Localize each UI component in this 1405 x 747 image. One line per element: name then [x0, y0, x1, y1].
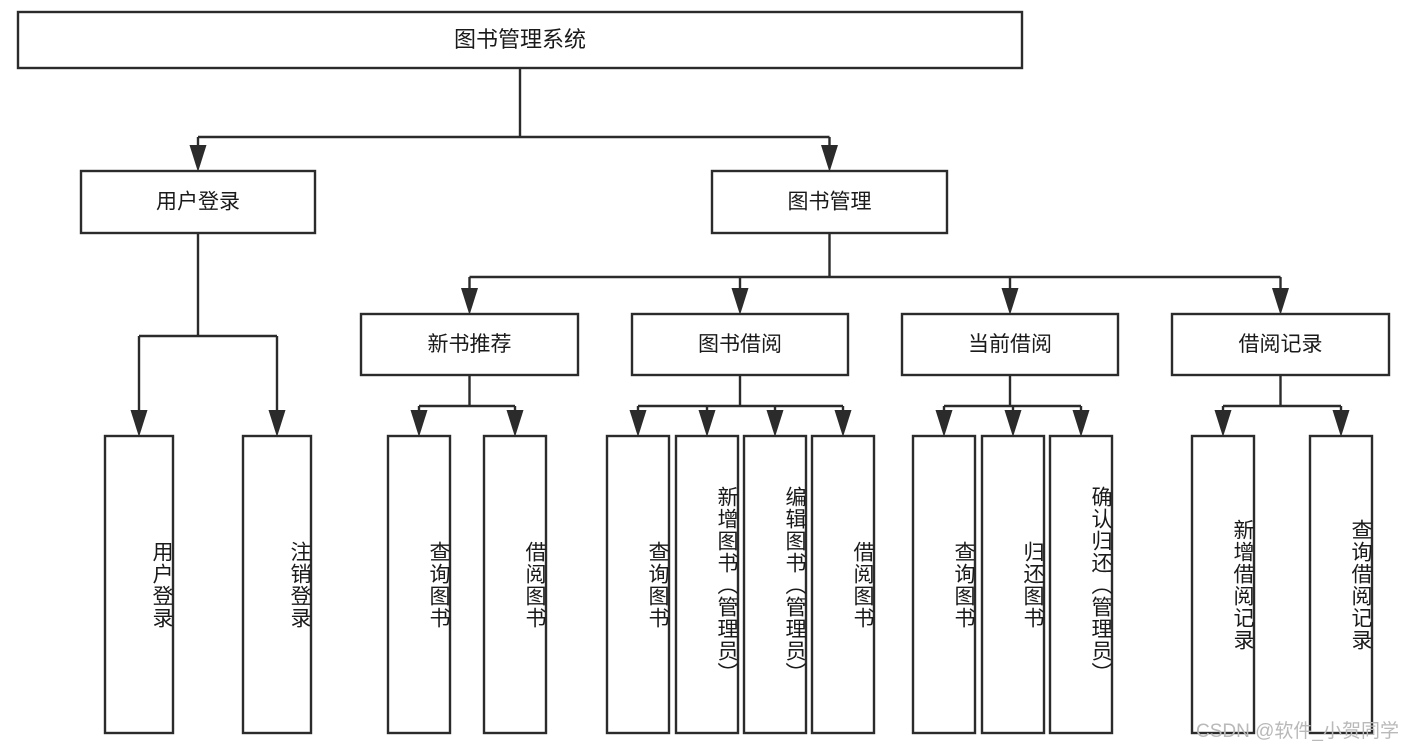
connector-group [1214, 375, 1350, 437]
node-rect[interactable] [900, 312, 1120, 377]
node-label: 图书借阅 [698, 333, 782, 356]
connector-group [935, 375, 1090, 437]
arrow-head-icon [821, 145, 838, 172]
node-label: 图书管理 [788, 191, 872, 214]
leaf-node-leaf-edit-book[interactable] [742, 434, 808, 735]
level3-node-book-borrow[interactable]: 图书借阅 [630, 312, 850, 377]
leaf-node-leaf-query-record[interactable] [1308, 434, 1374, 735]
connector-layer [130, 68, 1350, 437]
node-rect[interactable] [16, 10, 1024, 70]
level2-node-user-login[interactable]: 用户登录 [79, 169, 317, 235]
arrow-head-icon [1001, 288, 1019, 315]
leaf-node-leaf-borrow-book[interactable] [810, 434, 876, 735]
leaf-node-leaf-query-book-borrow[interactable] [605, 434, 671, 735]
node-label: 用户登录 [156, 191, 240, 214]
leaf-node-leaf-add-book[interactable] [674, 434, 740, 735]
arrow-head-icon [506, 410, 524, 437]
leaf-node-leaf-query-book-new[interactable] [386, 434, 452, 735]
arrow-head-icon [410, 410, 428, 437]
arrow-head-icon [1214, 410, 1232, 437]
leaf-node-leaf-query-book-current[interactable] [911, 434, 977, 735]
leaf-node-leaf-confirm-return[interactable] [1048, 434, 1114, 735]
level3-node-borrow-record[interactable]: 借阅记录 [1170, 312, 1391, 377]
arrow-head-icon [766, 410, 784, 437]
arrow-head-icon [1004, 410, 1022, 437]
leaf-node-leaf-user-login[interactable] [103, 434, 175, 735]
connector-group [629, 375, 852, 437]
leaf-node-leaf-borrow-book-new[interactable] [482, 434, 548, 735]
arrow-head-icon [629, 410, 647, 437]
level2-node-book-management[interactable]: 图书管理 [710, 169, 949, 235]
node-rect[interactable] [710, 169, 949, 235]
node-rect[interactable] [1170, 312, 1391, 377]
node-label: 借阅记录 [1239, 333, 1323, 356]
arrow-head-icon [130, 410, 148, 437]
arrow-head-icon [698, 410, 716, 437]
leaf-node-leaf-return-book[interactable] [980, 434, 1046, 735]
arrow-head-icon [1332, 410, 1350, 437]
root-node-root[interactable]: 图书管理系统 [16, 10, 1024, 70]
arrow-head-icon [1072, 410, 1090, 437]
connector-group [461, 233, 1289, 315]
arrow-head-icon [189, 145, 207, 172]
connector-group [130, 233, 286, 437]
node-rect[interactable] [79, 169, 317, 235]
node-label: 图书管理系统 [454, 27, 586, 52]
watermark: CSDN @软件_小贺同学 [1196, 721, 1399, 742]
arrow-head-icon [935, 410, 953, 437]
level3-node-current-borrow[interactable]: 当前借阅 [900, 312, 1120, 377]
leaf-node-leaf-logout[interactable] [241, 434, 313, 735]
connector-group [410, 375, 524, 437]
arrow-head-icon [834, 410, 852, 437]
level3-node-new-book-recommend[interactable]: 新书推荐 [359, 312, 580, 377]
leaf-node-leaf-add-record[interactable] [1190, 434, 1256, 735]
arrow-head-icon [268, 410, 286, 437]
arrow-head-icon [1272, 288, 1289, 315]
node-rect[interactable] [630, 312, 850, 377]
connector-group [189, 68, 838, 172]
arrow-head-icon [731, 288, 749, 315]
node-label: 新书推荐 [428, 333, 512, 356]
node-rect[interactable] [359, 312, 580, 377]
arrow-head-icon [461, 288, 478, 315]
node-label: 当前借阅 [968, 333, 1052, 356]
